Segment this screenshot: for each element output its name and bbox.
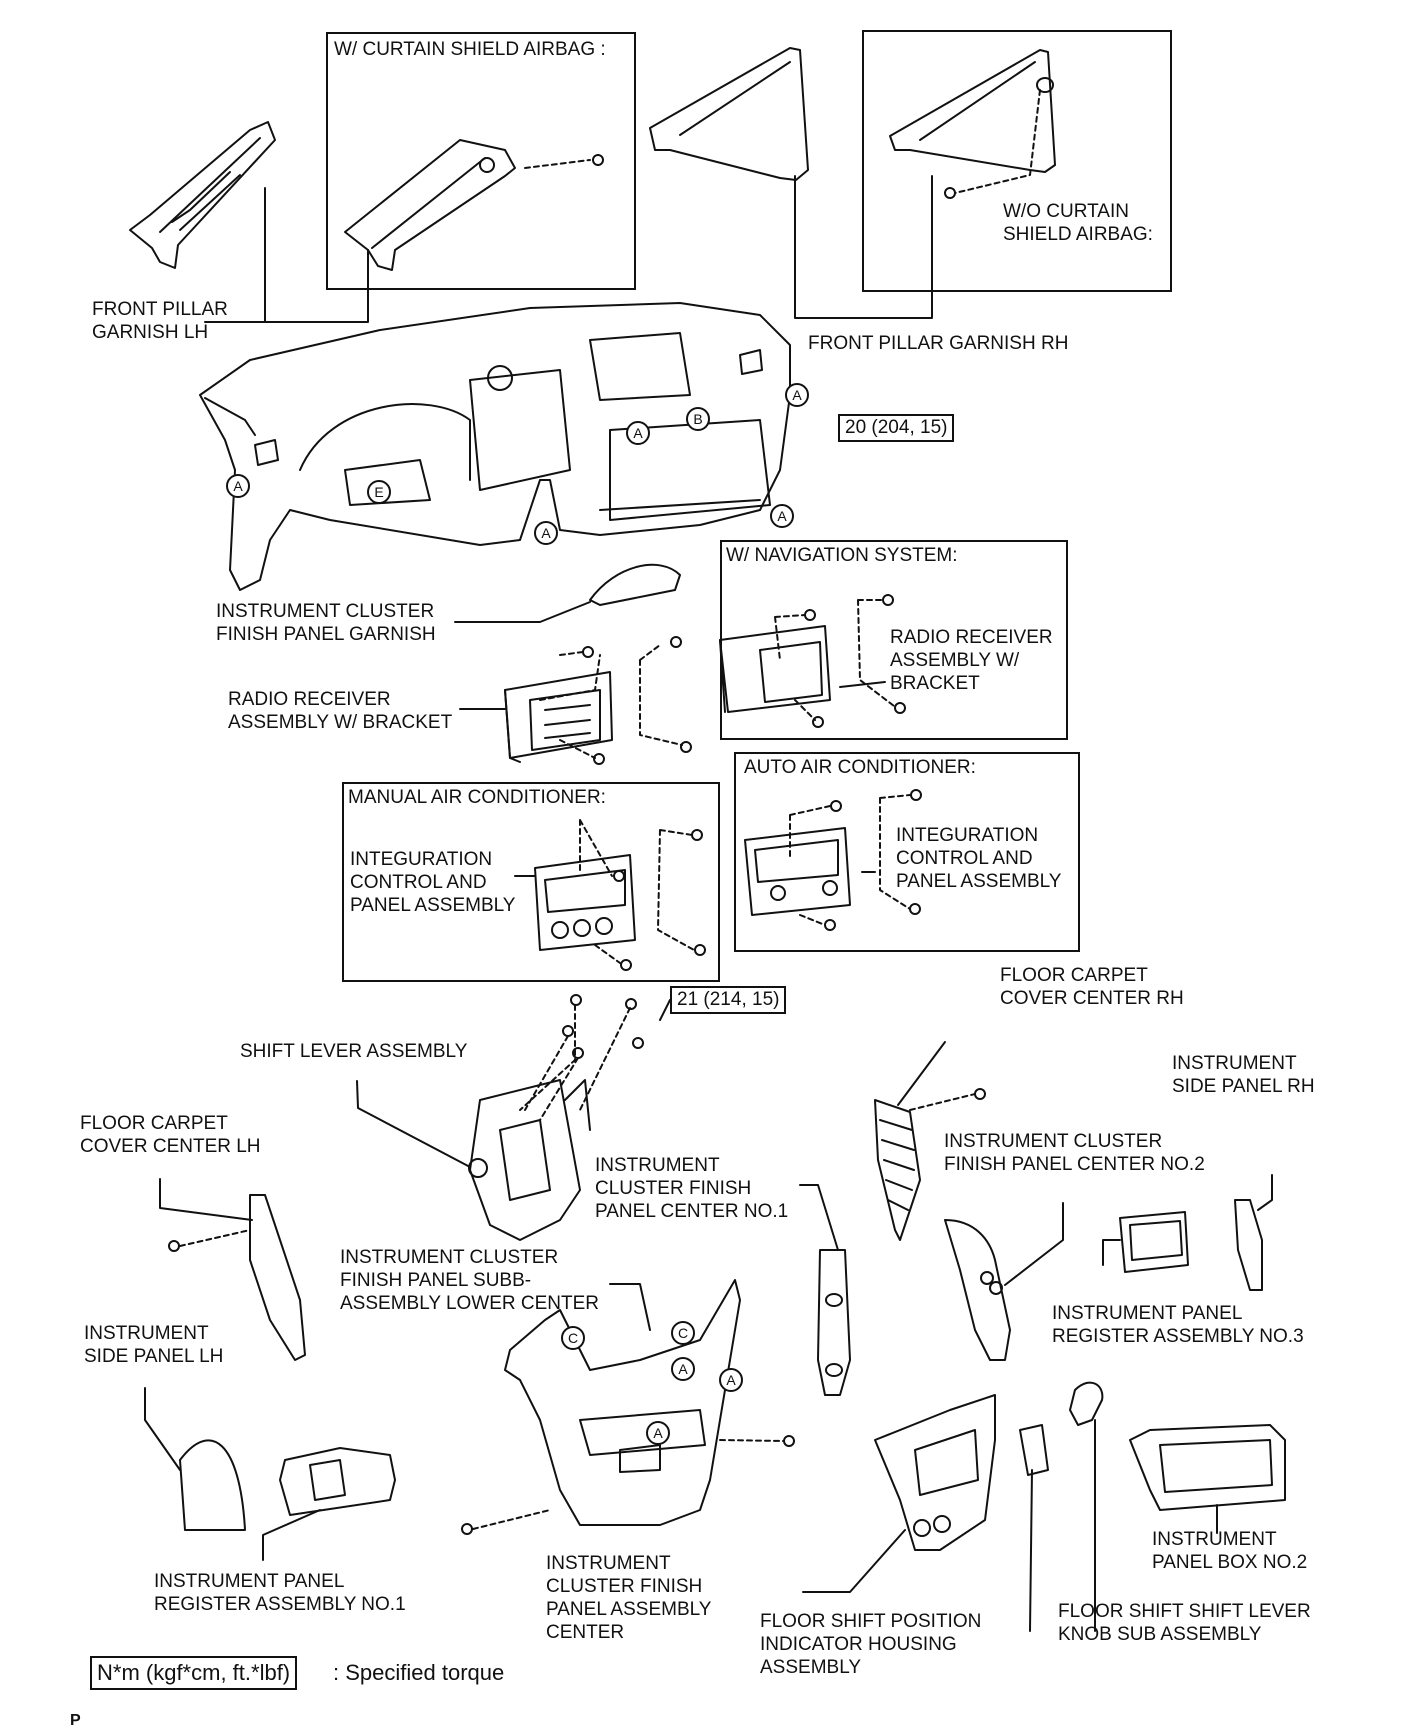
shift-knob-part — [1069, 1381, 1104, 1426]
label-shift-knob: FLOOR SHIFT SHIFT LEVER KNOB SUB ASSEMBL… — [1058, 1601, 1311, 1645]
circle-a-7: A — [726, 1372, 736, 1388]
torque-spec-2: 21 (214, 15) — [670, 986, 787, 1014]
register-no3-part — [1119, 1211, 1189, 1273]
navigation-frame-title: W/ NAVIGATION SYSTEM: — [726, 545, 958, 566]
register-no1-part — [279, 1447, 396, 1516]
floor-carpet-rh-part — [874, 1099, 921, 1241]
dashed-lines — [179, 89, 1041, 1530]
integration-control-manual-part — [534, 854, 636, 951]
label-integ-auto: INTEGURATION CONTROL AND PANEL ASSEMBLY — [896, 825, 1062, 892]
label-register-no1: INSTRUMENT PANEL REGISTER ASSEMBLY NO.1 — [154, 1571, 406, 1615]
side-panel-lh-part — [179, 1439, 246, 1531]
leader-lines — [144, 175, 1273, 1632]
label-shift-position-housing: FLOOR SHIFT POSITION INDICATOR HOUSING A… — [760, 1611, 982, 1678]
label-radio-bracket: RADIO RECEIVER ASSEMBLY W/ BRACKET — [228, 689, 453, 733]
label-radio-nav: RADIO RECEIVER ASSEMBLY W/ BRACKET — [890, 627, 1053, 694]
cluster-garnish-part — [589, 563, 681, 606]
curtain-airbag-frame — [326, 32, 636, 290]
lower-center-part — [504, 1279, 741, 1526]
torque-spec-1: 20 (204, 15) — [838, 414, 955, 442]
label-floor-carpet-rh: FLOOR CARPET COVER CENTER RH — [1000, 965, 1184, 1009]
wo-curtain-airbag-frame-title: W/O CURTAIN SHIELD AIRBAG: — [1003, 201, 1153, 245]
label-shift-lever: SHIFT LEVER ASSEMBLY — [240, 1041, 468, 1062]
front-pillar-garnish-lh-part — [129, 121, 276, 269]
label-finish-center-no2: INSTRUMENT CLUSTER FINISH PANEL CENTER N… — [944, 1131, 1205, 1175]
wo-curtain-airbag-frame — [862, 30, 1172, 292]
label-floor-carpet-lh: FLOOR CARPET COVER CENTER LH — [80, 1113, 261, 1157]
auto-ac-frame-title: AUTO AIR CONDITIONER: — [744, 757, 976, 778]
front-pillar-garnish-lh-box-part — [344, 139, 516, 271]
shift-lever-part — [468, 1079, 591, 1241]
label-panel-box-no2: INSTRUMENT PANEL BOX NO.2 — [1152, 1529, 1308, 1573]
circle-a-3: A — [633, 425, 643, 441]
label-register-no3: INSTRUMENT PANEL REGISTER ASSEMBLY NO.3 — [1052, 1303, 1304, 1347]
label-finish-assembly-center: INSTRUMENT CLUSTER FINISH PANEL ASSEMBLY… — [546, 1553, 712, 1643]
circle-a-4: A — [792, 387, 802, 403]
panel-box-no2-part — [1129, 1424, 1286, 1511]
manual-ac-frame-title: MANUAL AIR CONDITIONER: — [348, 787, 606, 808]
front-pillar-garnish-rh-part — [649, 47, 809, 181]
label-side-panel-rh: INSTRUMENT SIDE PANEL RH — [1172, 1053, 1315, 1097]
circle-a-6: A — [678, 1361, 688, 1377]
label-finish-lower-center: INSTRUMENT CLUSTER FINISH PANEL SUBB- AS… — [340, 1247, 600, 1314]
label-front-pillar-rh: FRONT PILLAR GARNISH RH — [808, 333, 1069, 354]
circle-a-5: A — [777, 508, 787, 524]
navigation-frame — [720, 540, 1068, 740]
legend-torque-text: : Specified torque — [333, 1660, 505, 1685]
auto-ac-frame — [734, 752, 1080, 952]
shift-housing-part — [874, 1394, 996, 1551]
label-side-panel-lh: INSTRUMENT SIDE PANEL LH — [84, 1323, 224, 1367]
manual-ac-frame — [342, 782, 720, 982]
finish-center-no2-part — [944, 1219, 1011, 1361]
label-cluster-finish-garnish: INSTRUMENT CLUSTER FINISH PANEL GARNISH — [216, 601, 436, 645]
legend-torque-unit: N*m (kgf*cm, ft.*lbf) — [90, 1656, 298, 1690]
instrument-panel-part — [199, 302, 791, 591]
circle-c-1: C — [568, 1330, 578, 1346]
page-code: P — [70, 1712, 81, 1729]
label-front-pillar-lh: FRONT PILLAR GARNISH LH — [92, 299, 228, 343]
integration-control-auto-part — [744, 827, 851, 916]
front-pillar-garnish-rh-box-part — [889, 49, 1056, 173]
curtain-airbag-frame-title: W/ CURTAIN SHIELD AIRBAG : — [334, 39, 606, 60]
circle-c-2: C — [678, 1325, 688, 1341]
circle-a-8: A — [653, 1425, 663, 1441]
label-integ-manual: INTEGURATION CONTROL AND PANEL ASSEMBLY — [350, 849, 516, 916]
radio-receiver-part — [504, 671, 613, 763]
shift-indicator-part — [1019, 1424, 1049, 1476]
circle-b: B — [693, 411, 702, 427]
finish-center-no1-part — [817, 1249, 851, 1396]
side-panel-rh-part — [1234, 1199, 1263, 1291]
floor-carpet-lh-part — [249, 1194, 306, 1361]
circle-a-2: A — [541, 525, 551, 541]
circle-e: E — [374, 484, 383, 500]
label-finish-center-no1: INSTRUMENT CLUSTER FINISH PANEL CENTER N… — [595, 1155, 789, 1222]
circle-a-1: A — [233, 478, 243, 494]
